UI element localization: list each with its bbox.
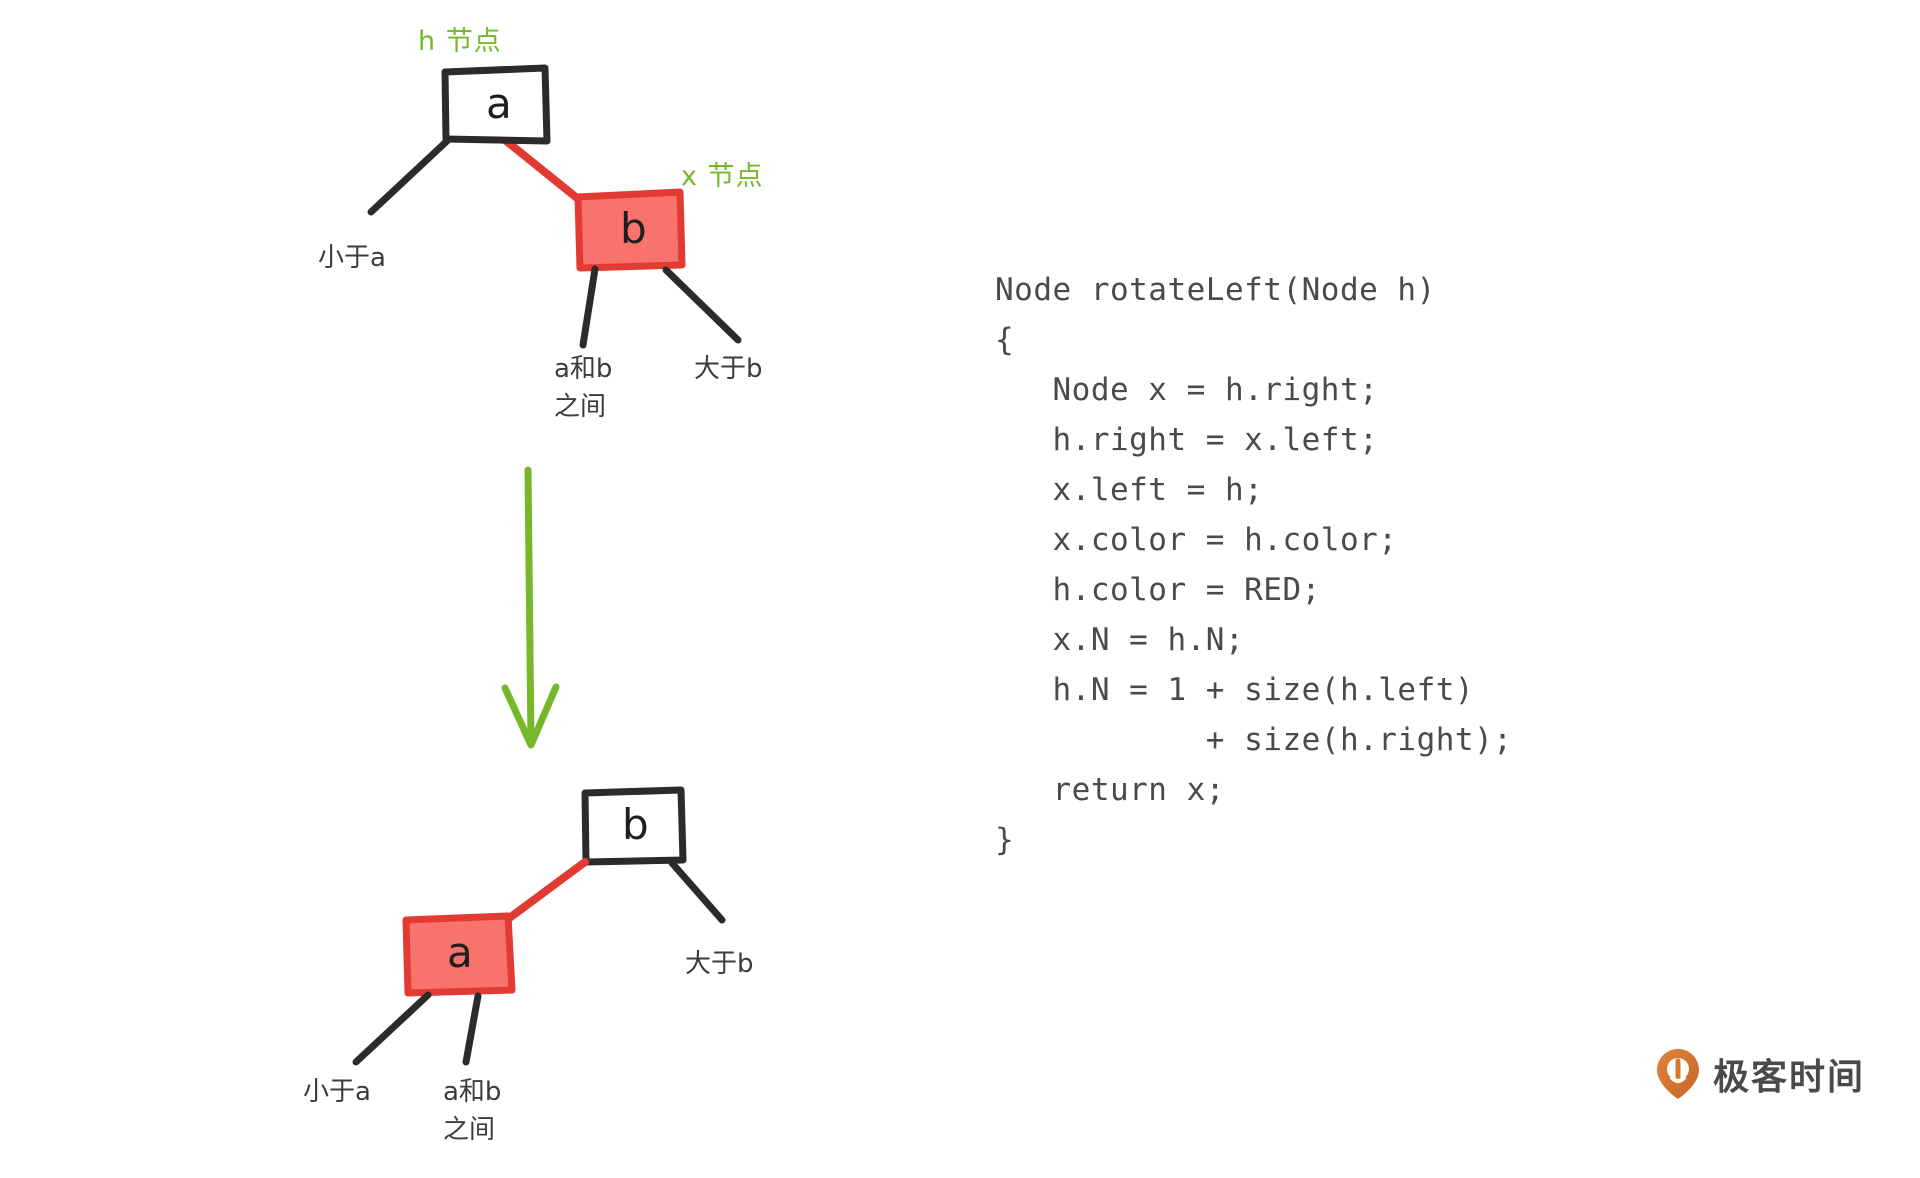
bottom-label-less-than-a: 小于a — [303, 1077, 371, 1107]
bottom-right-link — [668, 859, 726, 924]
top-node-b — [574, 188, 686, 272]
code-line: h.color = RED; — [995, 572, 1321, 608]
code-line: { — [995, 322, 1015, 358]
code-line: Node x = h.right; — [995, 372, 1379, 408]
top-node-b-label: b — [620, 204, 647, 253]
top-mid-link — [579, 265, 599, 349]
code-line: h.right = x.left; — [995, 422, 1379, 458]
top-red-link-a-b — [501, 136, 581, 202]
bottom-red-link-b-a — [504, 858, 589, 923]
bottom-node-b — [581, 786, 687, 866]
annotation-h-node: h 节点 — [418, 26, 502, 57]
code-line: x.color = h.color; — [995, 522, 1398, 558]
bottom-label-between-a-and-b: a和b 之间 — [443, 1077, 502, 1145]
bottom-node-b-label: b — [622, 800, 649, 849]
code-line: x.N = h.N; — [995, 622, 1245, 658]
top-node-a — [441, 64, 551, 145]
annotation-x-node: x 节点 — [681, 161, 764, 192]
top-node-a-label: a — [486, 79, 512, 128]
bottom-label-greater-than-b: 大于b — [685, 949, 754, 979]
top-label-greater-than-b: 大于b — [694, 354, 763, 384]
watermark: 极客时间 — [1655, 1048, 1865, 1100]
top-label-less-than-a: 小于a — [318, 243, 386, 273]
top-left-link — [367, 137, 451, 216]
watermark-brand: 极客时间 — [1713, 1057, 1866, 1098]
code-block: Node rotateLeft(Node h) { Node x = h.rig… — [995, 265, 1755, 865]
code-line: } — [995, 822, 1015, 858]
code-line: Node rotateLeft(Node h) — [995, 272, 1436, 308]
code-line: + size(h.right); — [995, 722, 1513, 758]
transition-arrow — [501, 466, 560, 749]
code-line: return x; — [995, 772, 1225, 808]
code-line: h.N = 1 + size(h.left) — [995, 672, 1475, 708]
top-label-between-a-and-b: a和b 之间 — [554, 354, 613, 422]
code-line: x.left = h; — [995, 472, 1264, 508]
geek-time-logo-icon — [1657, 1049, 1699, 1099]
bottom-left-link — [352, 991, 432, 1066]
top-right-link — [662, 266, 742, 344]
bottom-mid-link — [462, 992, 482, 1066]
bottom-node-a — [402, 912, 516, 997]
bottom-node-a-label: a — [447, 928, 473, 977]
